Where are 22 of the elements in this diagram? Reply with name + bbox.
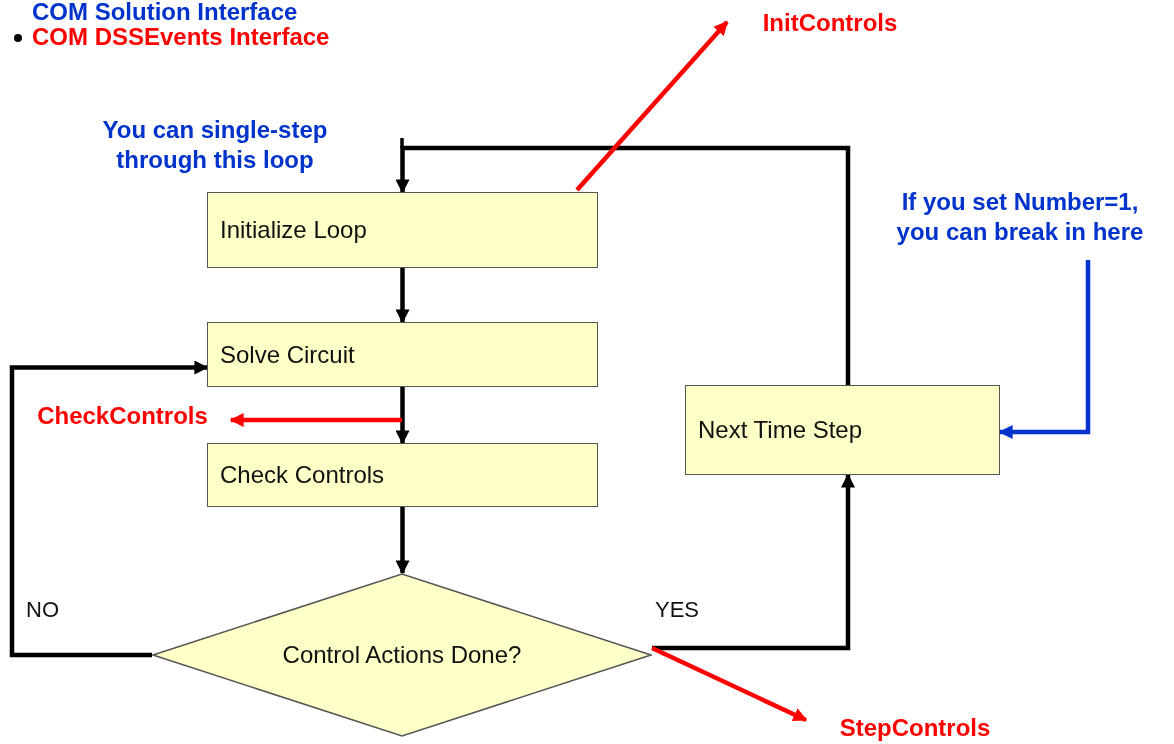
arrow <box>651 645 808 723</box>
arrow <box>229 413 402 427</box>
annotation-text: StepControls <box>820 712 1010 744</box>
arrow <box>998 260 1091 439</box>
arrow <box>395 145 851 385</box>
arrow <box>395 268 410 324</box>
note-text: You can single-step through this loop <box>101 115 329 175</box>
arrow <box>395 507 410 575</box>
edge-label: YES <box>655 597 700 623</box>
arrow <box>9 360 209 658</box>
process-box: Solve Circuit <box>207 322 598 387</box>
process-box: Initialize Loop <box>207 192 598 268</box>
annotation-text: CheckControls <box>20 400 225 432</box>
annotation-text: InitControls <box>740 6 920 40</box>
process-box: Next Time Step <box>685 385 1000 475</box>
edge-label: NO <box>26 597 59 623</box>
arrow <box>652 473 855 651</box>
arrow <box>395 387 410 445</box>
decision-diamond: Control Actions Done? <box>152 573 652 737</box>
arrow <box>575 20 729 192</box>
process-box: Check Controls <box>207 443 598 507</box>
annotation-text: If you set Number=1, you can break in here <box>880 178 1160 256</box>
